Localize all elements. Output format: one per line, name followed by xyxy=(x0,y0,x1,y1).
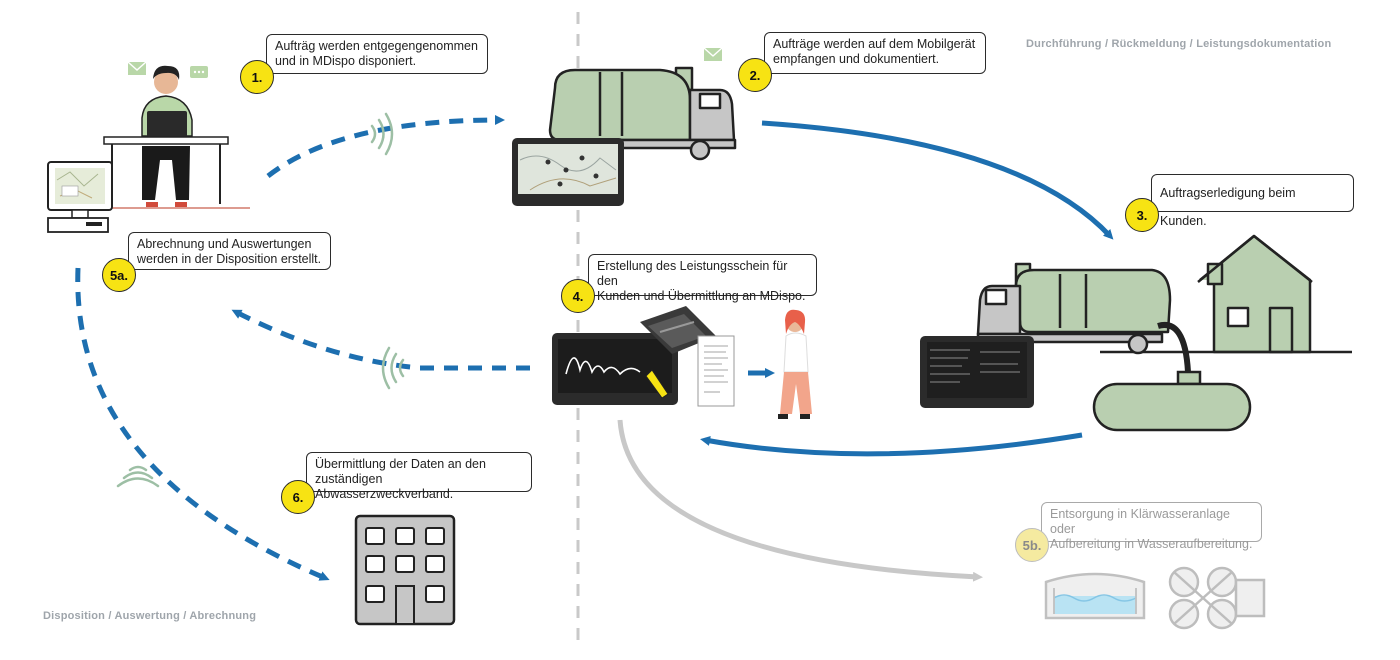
sewage-tank-icon xyxy=(1092,322,1252,432)
step-1-callout: Aufträg werden entgegengenommen und in M… xyxy=(266,34,488,74)
tablet-document-icon xyxy=(920,336,1034,408)
step-6-badge: 6. xyxy=(281,480,315,514)
customer-person-icon xyxy=(778,309,812,419)
mail-icon xyxy=(703,47,723,61)
chat-icon xyxy=(190,66,208,78)
treatment-plant-icon xyxy=(1044,572,1146,620)
truck-icon xyxy=(976,262,1172,355)
step-5a-badge: 5a. xyxy=(102,258,136,292)
arrow-4-to-dispo xyxy=(231,309,530,371)
step-2-badge: 2. xyxy=(738,58,772,92)
step-4-callout: Erstellung des Leistungsschein für den K… xyxy=(588,254,817,303)
tablet-map-icon xyxy=(512,138,624,206)
step-5a-callout: Abrechnung und Auswertungen werden in de… xyxy=(128,232,331,270)
signal-waves-icon xyxy=(116,465,160,488)
dispatcher-workstation xyxy=(47,61,250,233)
step-3-badge: 3. xyxy=(1125,198,1159,232)
house-icon xyxy=(1100,234,1352,354)
step-2-callout: Aufträge werden auf dem Mobilgerät empfa… xyxy=(764,32,986,74)
arrow-to-disposal xyxy=(617,419,983,582)
step-5b-badge: 5b. xyxy=(1015,528,1049,562)
section-label-execution: Durchführung / Rückmeldung / Leistungsdo… xyxy=(1026,38,1332,50)
step-1-badge: 1. xyxy=(240,60,274,94)
receipt-icon xyxy=(697,335,735,407)
signal-waves-icon xyxy=(381,346,405,390)
signal-waves-icon xyxy=(370,112,394,156)
step-4-badge: 4. xyxy=(561,279,595,313)
arrow-1-to-2 xyxy=(266,115,505,178)
section-label-disposition: Disposition / Auswertung / Abrechnung xyxy=(43,610,257,622)
building-icon xyxy=(354,514,456,626)
arrow-return-from-customer xyxy=(700,432,1083,457)
printer-icon xyxy=(640,306,716,354)
mail-icon xyxy=(127,61,147,75)
arrow-dispo-to-authority xyxy=(75,267,330,581)
step-5b-callout: Entsorgung in Klärwasseranlage oder Aufb… xyxy=(1041,502,1262,551)
step-6-callout: Übermittlung der Daten an den zuständige… xyxy=(306,452,532,501)
tablet-signature-icon xyxy=(552,333,678,405)
step-3-callout: Auftragserledigung beim Kunden. xyxy=(1151,174,1354,228)
arrow-2-to-3 xyxy=(761,120,1114,240)
truck-icon xyxy=(548,47,737,161)
filtration-plant-icon xyxy=(1168,566,1266,630)
